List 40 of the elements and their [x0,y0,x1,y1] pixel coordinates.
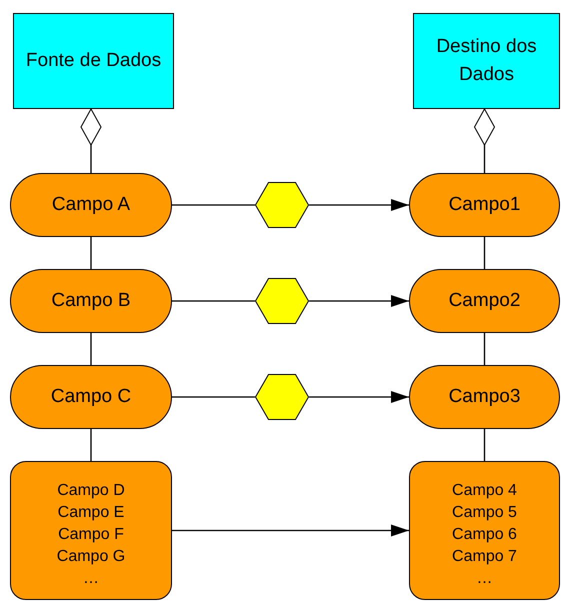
connector-line [90,237,92,269]
field-list-box [10,461,172,600]
field-list-box [409,461,560,600]
arrow [309,391,409,403]
data-box [413,13,560,109]
field-label: Campo 7 [452,547,517,567]
connector-line [484,237,486,269]
arrow [309,295,409,307]
connector-line [172,300,255,302]
field-label: Campo D [57,481,125,501]
field-label: Campo A [50,193,132,217]
data-box [13,13,174,109]
connector-line [484,429,486,461]
field-label: Campo3 [448,385,522,409]
arrow [172,524,409,536]
connector-line [90,333,92,365]
field-label: Campo1 [448,193,522,217]
field-label: Campo B [50,289,132,313]
connector-line [484,333,486,365]
field-label: Campo C [50,385,132,409]
hexagon-shape [255,374,309,420]
field-label: Campo 5 [452,503,517,523]
field-label: Campo F [58,525,124,545]
connector-line [172,396,255,398]
field-label: … [476,569,492,589]
connector-line [172,204,255,206]
field-label: Campo 4 [452,481,517,501]
field-label: Destino dos Dados [435,35,538,87]
connector-line [80,108,102,173]
field-label: Campo E [58,503,124,523]
field-label: … [83,569,99,589]
field-label: Campo G [56,547,126,567]
field-label: Campo2 [448,289,522,313]
connector-line [474,108,495,173]
hexagon-shape [255,182,309,228]
field-label: Fonte de Dados [24,49,162,73]
field-label: Campo 6 [452,525,517,545]
arrow [309,199,409,211]
hexagon-shape [255,278,309,324]
connector-line [90,429,92,461]
